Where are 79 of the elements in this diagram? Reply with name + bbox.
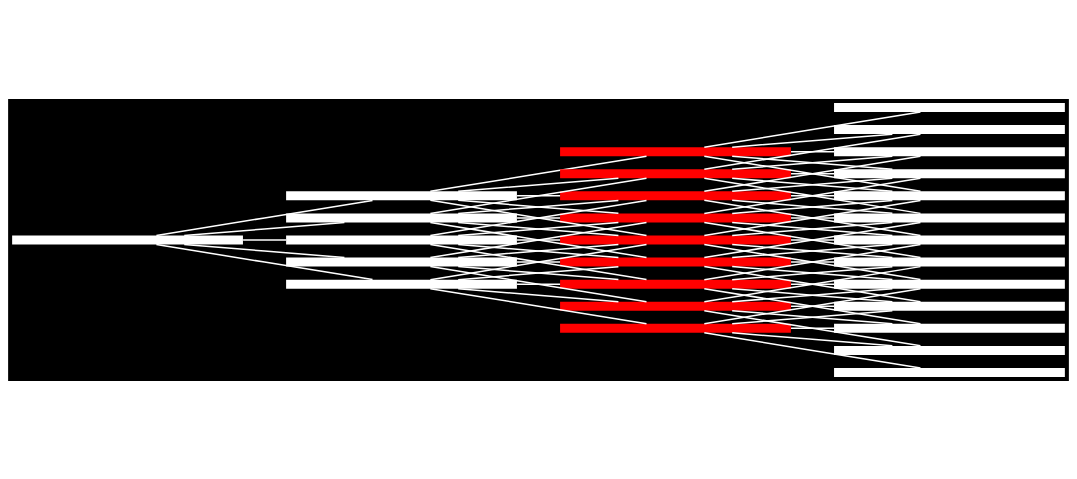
node-bar [560, 279, 791, 289]
node-bar [286, 212, 517, 222]
node-bar [834, 257, 1065, 267]
node-bar [834, 279, 1065, 289]
node-bar [560, 212, 791, 222]
connector [242, 238, 287, 241]
connector [790, 238, 835, 241]
node-bar [286, 279, 517, 289]
connector [731, 265, 894, 280]
node-bar [560, 301, 791, 311]
connector [703, 132, 922, 170]
connector [516, 238, 561, 241]
connector [703, 309, 922, 347]
connector [516, 216, 561, 219]
connector [790, 327, 835, 329]
node-bar [560, 190, 791, 200]
node-bar [834, 301, 1065, 311]
connector [457, 199, 620, 214]
connector [703, 110, 922, 148]
connector [429, 154, 648, 192]
node-bar [560, 146, 791, 156]
node-bar [560, 257, 791, 267]
connector [703, 199, 922, 236]
node-bar [834, 367, 1065, 377]
connector [516, 282, 561, 285]
connector [790, 172, 835, 175]
node-bar [834, 323, 1065, 333]
connector [731, 331, 894, 347]
connector [731, 243, 894, 258]
connector [429, 199, 648, 236]
node-bar [834, 190, 1065, 200]
node-bar [834, 212, 1065, 222]
connector [429, 265, 648, 302]
connector [429, 177, 648, 214]
connector [703, 287, 922, 325]
connector [457, 177, 620, 192]
connector [429, 221, 648, 258]
connector [703, 243, 922, 280]
connector [731, 221, 894, 236]
node-bar [286, 190, 517, 200]
connector [731, 199, 894, 214]
connector [790, 304, 835, 307]
node-bar [286, 235, 517, 244]
node-bar [834, 124, 1065, 134]
node-bar [560, 323, 791, 333]
connector [457, 221, 620, 236]
connector [516, 260, 561, 263]
connector [457, 287, 620, 302]
connector [731, 132, 894, 148]
connector [429, 287, 648, 325]
connector [183, 221, 346, 236]
connector [790, 260, 835, 263]
connector [703, 177, 922, 214]
connector [516, 194, 561, 197]
connector [731, 177, 894, 192]
node-bar [834, 146, 1065, 156]
node-bar [834, 168, 1065, 178]
connector [703, 154, 922, 192]
connector [790, 194, 835, 197]
node-bar [834, 345, 1065, 355]
node-bar [560, 235, 791, 244]
connector [183, 243, 346, 258]
connector [457, 265, 620, 280]
connector [790, 150, 835, 152]
connector [429, 243, 648, 280]
connector [703, 221, 922, 258]
connector [457, 243, 620, 258]
node-bar [12, 235, 243, 244]
node-bar [834, 235, 1065, 244]
connector [703, 265, 922, 302]
connector [155, 199, 374, 236]
connector [731, 287, 894, 302]
node-bar [286, 257, 517, 267]
connector [703, 331, 922, 369]
node-bar [834, 102, 1065, 112]
node-bar [560, 168, 791, 178]
connector [155, 243, 374, 280]
connector [790, 282, 835, 285]
connector [790, 216, 835, 219]
